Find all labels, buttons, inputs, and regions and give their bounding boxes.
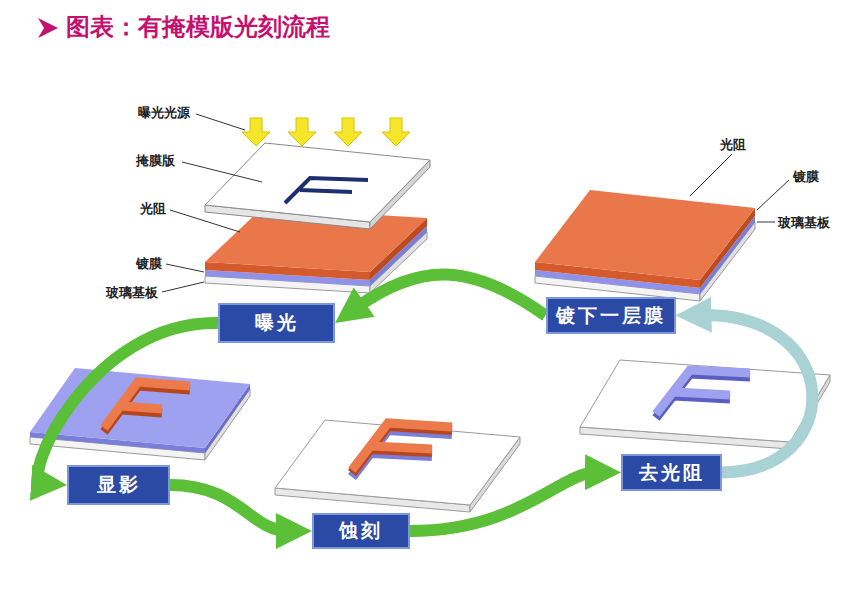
- chart-title: 图表：有掩模版光刻流程: [66, 11, 330, 43]
- strip-plate: [580, 360, 830, 449]
- stage-box: 去光阻: [621, 454, 722, 491]
- light-arrows: [242, 118, 410, 146]
- part-label: 镀膜: [793, 168, 819, 186]
- leader-lines: [162, 114, 789, 292]
- flow-arrow: [38, 323, 218, 484]
- photomask: [205, 143, 430, 229]
- title-bullet: [38, 18, 58, 38]
- stage-box: 曝光: [218, 303, 335, 343]
- stage-label: 镀下一层膜: [556, 303, 666, 329]
- stage-box: 显影: [67, 465, 170, 505]
- part-label: 曝光光源: [138, 104, 190, 122]
- flow-arrow: [699, 315, 812, 473]
- stage-box: 蚀刻: [312, 513, 410, 549]
- stage-label: 显影: [97, 472, 141, 498]
- part-label: 光阻: [720, 136, 746, 154]
- stage-label: 去光阻: [639, 460, 705, 486]
- part-label: 掩膜版: [136, 152, 175, 170]
- stage-label: 蚀刻: [339, 518, 383, 544]
- part-label: 玻璃基板: [106, 284, 158, 302]
- flow-arrow: [410, 472, 597, 531]
- stage-label: 曝光: [255, 310, 299, 336]
- flow-arrow: [170, 485, 288, 531]
- part-label: 镀膜: [136, 255, 162, 273]
- stage-box: 镀下一层膜: [546, 297, 676, 334]
- next-film-stack: [535, 190, 755, 301]
- flow-arrow: [354, 275, 545, 316]
- part-label: 玻璃基板: [778, 214, 830, 232]
- part-label: 光阻: [140, 200, 166, 218]
- etch-plate: [275, 420, 520, 512]
